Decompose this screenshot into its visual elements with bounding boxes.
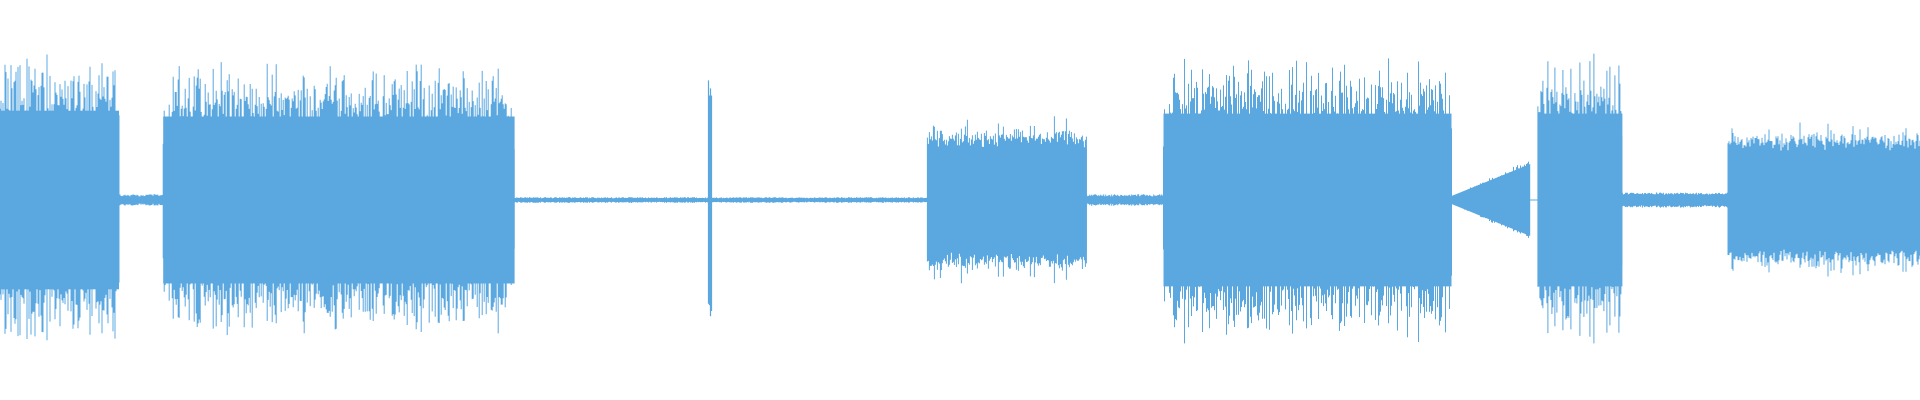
- waveform-segment-silence-2: [711, 197, 928, 203]
- waveform-segment-silence-1: [514, 197, 709, 203]
- waveform-ramp-fill: [1451, 164, 1531, 236]
- waveform-trace: [1086, 194, 1164, 206]
- waveform-trace: [711, 197, 928, 203]
- waveform-trace: [514, 197, 709, 203]
- waveform-body: [1163, 113, 1452, 287]
- waveform-segment-gap-3: [1621, 192, 1728, 208]
- waveform-trace: [1621, 192, 1728, 208]
- waveform-segment-clip-4: [1163, 58, 1452, 344]
- waveform-segment-ramp-1: [1451, 161, 1531, 238]
- waveform-segment-clip-3: [926, 116, 1087, 284]
- waveform-body: [0, 110, 119, 290]
- waveform-segment-gap-2: [1086, 194, 1164, 206]
- waveform-segment-gap-1: [118, 194, 164, 206]
- waveform-body: [1537, 113, 1623, 287]
- waveform-segment-clip-6: [1727, 122, 1920, 277]
- waveform-trace: [118, 194, 164, 206]
- waveform-body: [927, 148, 1087, 252]
- waveform-body: [163, 116, 515, 284]
- waveform-segment-click-1: [707, 80, 713, 317]
- waveform-body: [1728, 151, 1920, 249]
- waveform-segment-clip-1: [0, 54, 120, 341]
- waveform-segment-clip-5: [1537, 53, 1623, 344]
- waveform-trace: [707, 80, 713, 317]
- waveform-segments: [0, 53, 1920, 344]
- waveform-segment-clip-2: [162, 62, 515, 336]
